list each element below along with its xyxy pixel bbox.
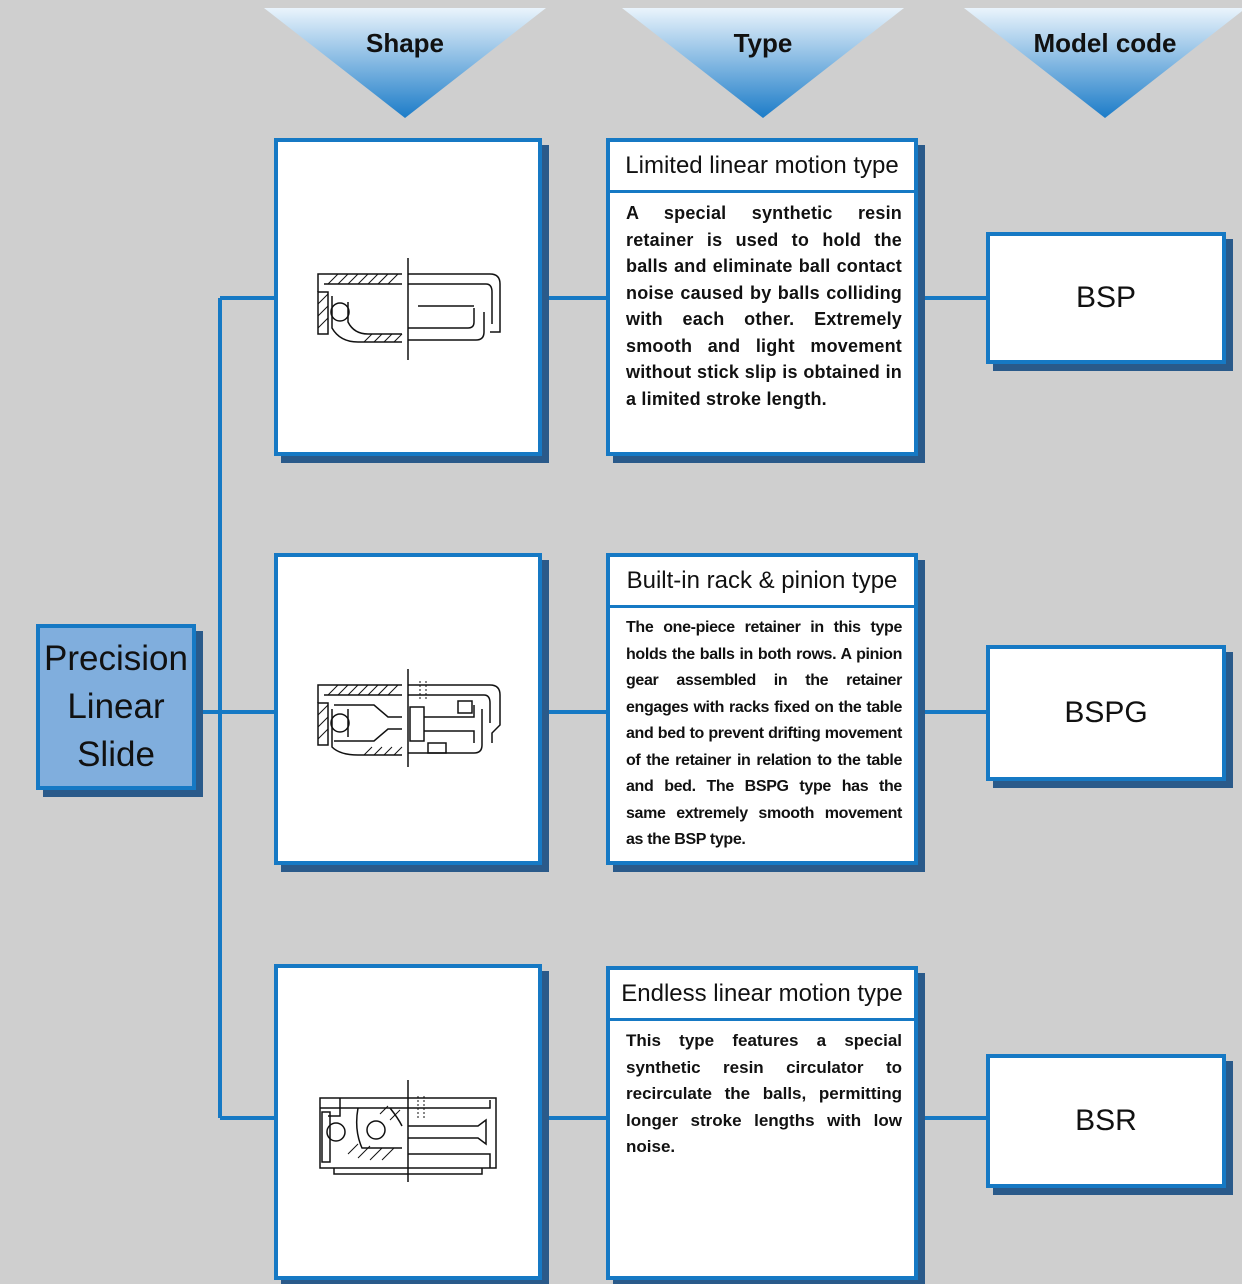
- root-line-2: Linear: [67, 687, 165, 726]
- root-category-label: Precision Linear Slide: [44, 635, 188, 779]
- cross-section-bsp-drawing: [317, 258, 501, 360]
- header-model-code: Model code: [964, 0, 1242, 118]
- type-description-bsp: A special synthetic resin retainer is us…: [626, 203, 902, 409]
- type-box-bsp: Limited linear motion type A special syn…: [606, 138, 918, 456]
- model-code-box-bspg: BSPG: [986, 645, 1226, 781]
- type-description-bspg: The one-piece retainer in this type hold…: [626, 619, 902, 848]
- header-type: Type: [622, 0, 904, 118]
- model-code-box-bsr: BSR: [986, 1054, 1226, 1188]
- model-code-bsr: BSR: [1075, 1104, 1137, 1137]
- type-box-bspg: Built-in rack & pinion type The one-piec…: [606, 553, 918, 865]
- shape-box-bspg: [274, 553, 542, 865]
- model-code-bspg: BSPG: [1064, 696, 1148, 729]
- root-line-3: Slide: [77, 735, 155, 774]
- header-type-label: Type: [733, 28, 793, 58]
- cross-section-bspg-drawing: [317, 669, 501, 767]
- cross-section-bsr-drawing: [319, 1080, 497, 1182]
- header-arrow-model-code: [964, 8, 1242, 118]
- type-box-bsr: Endless linear motion type This type fea…: [606, 966, 918, 1280]
- model-code-box-bsp: BSP: [986, 232, 1226, 364]
- model-code-bsp: BSP: [1075, 281, 1137, 314]
- header-model-code-label: Model code: [1033, 28, 1177, 58]
- header-shape-label: Shape: [365, 28, 445, 58]
- type-title-bsr: Endless linear motion type: [610, 970, 914, 1021]
- header-arrow-shape: [264, 8, 546, 118]
- type-title-bsp: Limited linear motion type: [610, 142, 914, 193]
- root-category-box: Precision Linear Slide: [36, 624, 196, 790]
- shape-box-bsp: [274, 138, 542, 456]
- header-arrow-type: [622, 8, 904, 118]
- root-line-1: Precision: [44, 639, 188, 678]
- type-description-bsr: This type features a special synthetic r…: [626, 1031, 902, 1156]
- shape-box-bsr: [274, 964, 542, 1280]
- type-title-bspg: Built-in rack & pinion type: [610, 557, 914, 608]
- header-shape: Shape: [264, 0, 546, 118]
